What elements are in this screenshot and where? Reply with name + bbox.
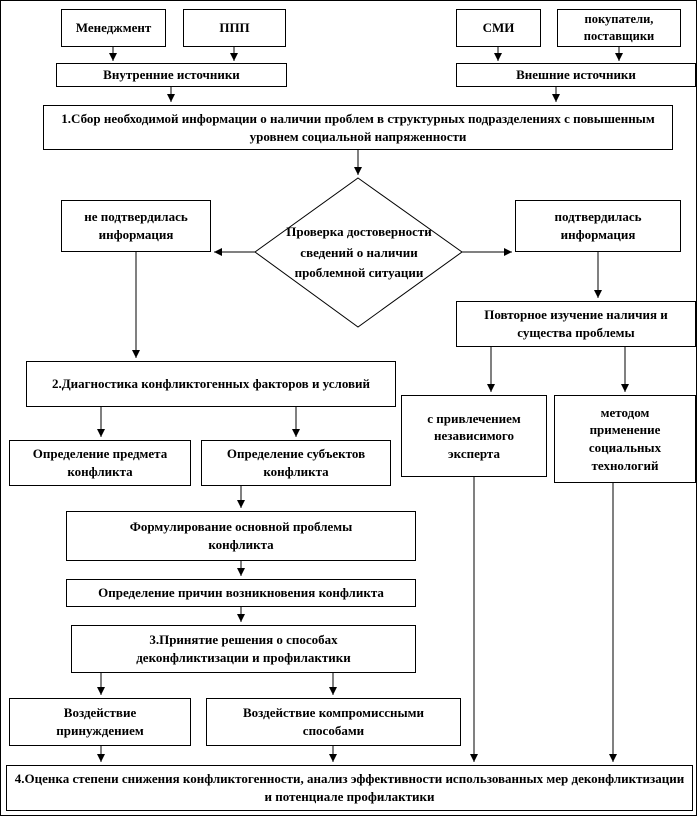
node-define-conflict-causes: Определение причин возникновения конфлик… xyxy=(66,579,416,607)
node-external-sources: Внешние источники xyxy=(456,63,696,87)
node-coercion-influence: Воздействие принуждением xyxy=(9,698,191,746)
node-formulate-main-problem: Формулирование основной проблемы конфлик… xyxy=(66,511,416,561)
node-internal-sources: Внутренние источники xyxy=(56,63,287,87)
decision-diamond-shape xyxy=(254,177,463,328)
node-info-confirmed: подтвердилась информация xyxy=(515,200,681,252)
node-buyers-suppliers: покупатели, поставщики xyxy=(557,9,681,47)
node-ppp: ППП xyxy=(183,9,286,47)
node-social-technologies: методом применение социальных технологий xyxy=(554,395,696,483)
node-management: Менеджмент xyxy=(61,9,166,47)
node-info-not-confirmed: не подтвердилась информация xyxy=(61,200,211,252)
node-step3-decision: 3.Принятие решения о способах деконфликт… xyxy=(71,625,416,673)
node-step2-diagnostics: 2.Диагностика конфликтогенных факторов и… xyxy=(26,361,396,407)
node-smi: СМИ xyxy=(456,9,541,47)
node-check-validity: Проверка достоверности сведений о наличи… xyxy=(286,223,432,281)
node-compromise-influence: Воздействие компромиссными способами xyxy=(206,698,461,746)
node-define-conflict-subject: Определение предмета конфликта xyxy=(9,440,191,486)
node-independent-expert: с привлечением независимого эксперта xyxy=(401,395,547,477)
node-repeat-study: Повторное изучение наличия и существа пр… xyxy=(456,301,696,347)
node-step4-evaluation: 4.Оценка степени снижения конфликтогенно… xyxy=(6,765,693,811)
node-define-conflict-actors: Определение субъектов конфликта xyxy=(201,440,391,486)
node-step1-collect-info: 1.Сбор необходимой информации о наличии … xyxy=(43,105,673,150)
